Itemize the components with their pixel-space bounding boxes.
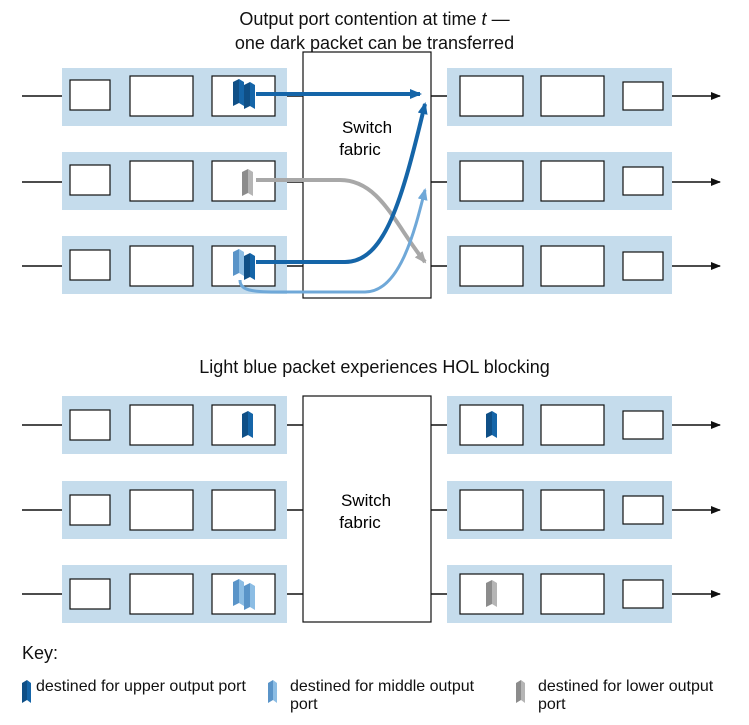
output-port-b3 [431,565,721,623]
dark-blue-packet-out-b1 [486,411,497,438]
gray-packet-icon [516,680,525,703]
top-title-var: t [481,9,487,29]
switch-fabric-bottom [302,395,432,623]
key-label-upper: destined for upper output port [36,678,246,695]
output-port-1 [431,68,721,126]
output-port-b1 [431,396,721,454]
mixed-packet-stack-b3 [233,579,255,610]
top-title: Output port contention at time t — one d… [0,7,749,55]
bottom-section: Switch fabric [22,395,721,623]
top-title-text: Output port contention at time [239,9,482,29]
light-blue-packet-icon [268,680,277,703]
key-label-lower: destined for lower output port [538,678,714,713]
fabric-label-top-2: fabric [339,140,381,159]
output-port-2 [431,152,721,210]
light-flow [238,188,428,294]
gray-packet-out-b3 [486,580,497,607]
mixed-packet-stack-3 [233,249,255,280]
gray-flow [256,178,427,264]
input-port-1 [22,68,303,126]
top-section: Switch fabric [22,51,721,299]
top-title-line2: one dark packet can be transferred [234,33,515,53]
fabric-label-bottom-2: fabric [339,513,381,532]
input-port-b1 [22,396,303,454]
dark-flow-lower [256,102,428,264]
dark-blue-packet-b1 [242,411,253,438]
output-port-3 [431,236,721,294]
key-title: Key: [22,643,59,663]
dark-blue-packet-stack-1 [233,79,255,109]
top-title-dash: — [486,9,510,29]
fabric-label-bottom-1: Switch [341,491,391,510]
input-port-3 [22,236,303,294]
output-port-b2 [431,481,721,539]
bottom-title: Light blue packet experiences HOL blocki… [199,357,550,377]
input-port-b2 [22,481,303,539]
fabric-label-top-1: Switch [342,118,392,137]
gray-packet [242,169,253,196]
input-port-b3 [22,565,303,623]
dark-blue-packet-icon [22,680,31,703]
key-label-middle: destined for middle output port [290,678,475,713]
